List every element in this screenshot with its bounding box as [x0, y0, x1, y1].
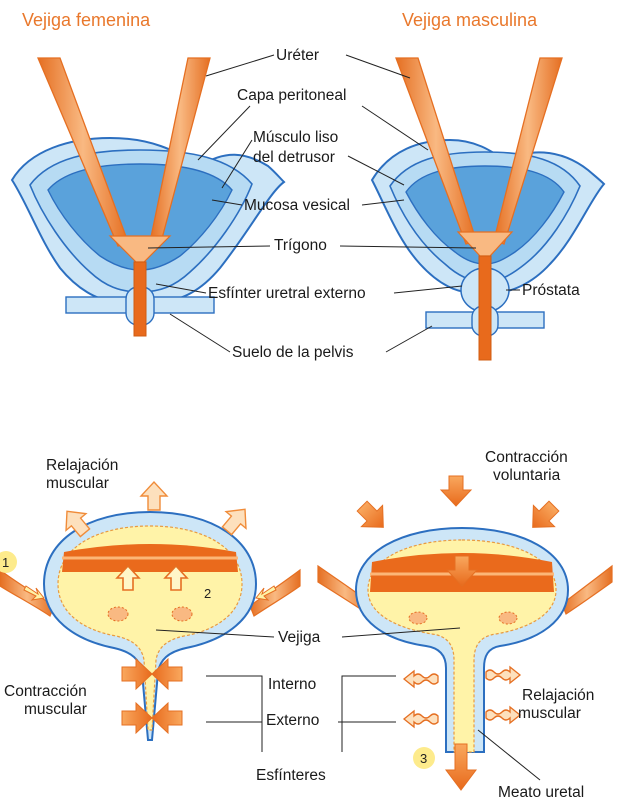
label-contraccion-musc-2: muscular [24, 701, 87, 718]
svg-text:2: 2 [204, 586, 211, 601]
step-marker-3: 3 [413, 747, 435, 769]
label-peritoneal: Capa peritoneal [237, 87, 346, 104]
ureter-arrow-right-2 [562, 566, 612, 614]
urethra [134, 262, 146, 336]
label-externo: Externo [266, 712, 319, 729]
label-contraccion-vol-1: Contracción [485, 449, 568, 466]
voluntary-arrow-top [441, 476, 471, 506]
urethra-male [479, 256, 491, 360]
contract-arrow-lower-right [152, 703, 182, 733]
label-vejiga: Vejiga [278, 629, 321, 646]
label-relajacion-top-2: muscular [46, 475, 109, 492]
label-contraccion-vol-2: voluntaria [493, 467, 561, 484]
label-esfinteres: Esfínteres [256, 767, 326, 784]
step-marker-1: 1 [0, 551, 17, 573]
label-detrusor-2: del detrusor [253, 149, 335, 166]
orifice-left [108, 607, 128, 621]
label-relajacion-right-2: muscular [518, 705, 581, 722]
relax-wavy-upper-left [404, 671, 438, 687]
orifice-right [172, 607, 192, 621]
label-detrusor-1: Músculo liso [253, 129, 338, 146]
voiding-bladder-figure [318, 476, 612, 790]
male-bladder-figure [372, 58, 604, 360]
label-esfinter: Esfínter uretral externo [208, 285, 366, 302]
step-marker-2: 2 [204, 586, 211, 601]
label-trigono: Trígono [274, 237, 327, 254]
voluntary-arrow-left [351, 495, 393, 537]
relax-wavy-upper-right [486, 667, 520, 683]
label-meato: Meato uretal [498, 784, 584, 801]
label-relajacion-top-1: Relajación [46, 457, 118, 474]
relax-arrow-up [141, 482, 167, 510]
ureter-arrow-right-1 [250, 570, 300, 616]
label-contraccion-musc-1: Contracción [4, 683, 87, 700]
title-female: Vejiga femenina [22, 10, 151, 30]
voluntary-arrow-right [522, 495, 564, 537]
label-suelo: Suelo de la pelvis [232, 344, 354, 361]
label-interno: Interno [268, 676, 316, 693]
title-male: Vejiga masculina [402, 10, 538, 30]
svg-text:1: 1 [2, 555, 9, 570]
label-mucosa: Mucosa vesical [244, 197, 350, 214]
label-ureter: Uréter [276, 47, 319, 64]
svg-text:3: 3 [420, 751, 427, 766]
relax-wavy-lower-left [404, 711, 438, 727]
label-prostata: Próstata [522, 282, 580, 299]
label-relajacion-right-1: Relajación [522, 687, 594, 704]
relax-wavy-lower-right [486, 707, 520, 723]
